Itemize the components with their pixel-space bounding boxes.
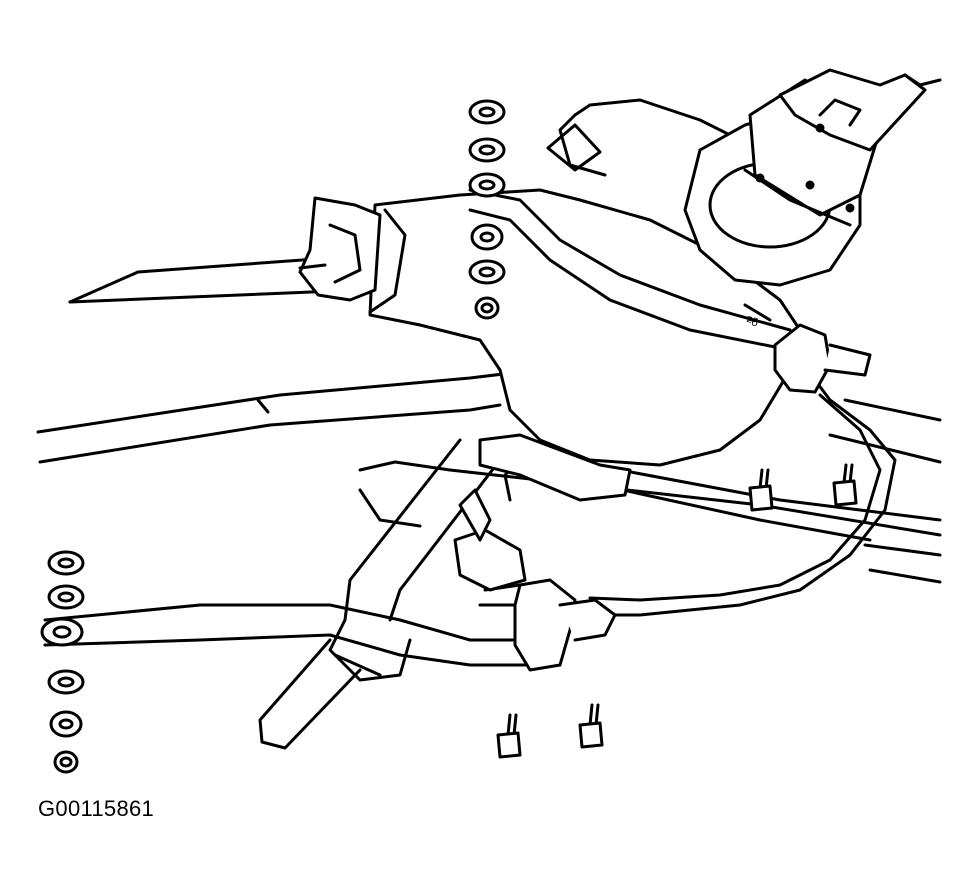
figure-id-label: G00115861 bbox=[38, 796, 155, 821]
bolt-upper-2 bbox=[832, 463, 858, 507]
mount-bracket-left bbox=[298, 196, 382, 302]
link-hardware-lower bbox=[47, 550, 85, 774]
upper-shaft-assembly bbox=[683, 68, 942, 287]
frame-rail-lower bbox=[36, 370, 942, 584]
link-hardware-upper bbox=[468, 99, 506, 320]
bolt-lower-2 bbox=[578, 703, 604, 749]
stabilizer-bushing-right: z̶ᵹ bbox=[743, 303, 872, 394]
bolt-upper-1 bbox=[748, 468, 774, 512]
axle-housing bbox=[258, 438, 502, 750]
stabilizer-bushing-lower bbox=[478, 578, 617, 672]
frame-rail-upper bbox=[68, 256, 362, 304]
bolt-lower-1 bbox=[496, 713, 522, 759]
crossmember bbox=[358, 460, 942, 542]
mount-pads bbox=[453, 433, 632, 592]
stabilizer-bar bbox=[40, 188, 897, 667]
svg-text:z̶ᵹ: z̶ᵹ bbox=[745, 313, 759, 328]
